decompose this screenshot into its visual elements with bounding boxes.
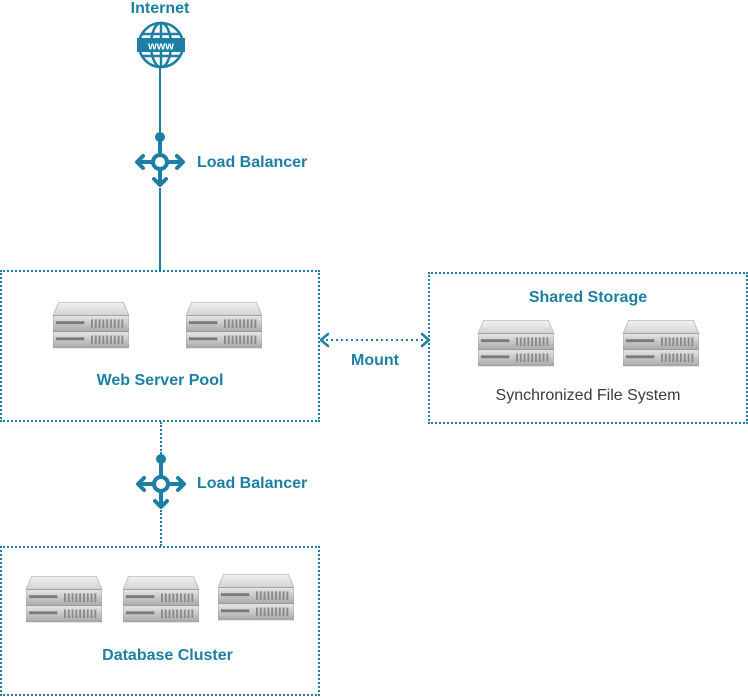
web-server-pool-label: Web Server Pool — [96, 372, 224, 389]
database-cluster-box — [0, 546, 320, 696]
load-balancer-icon — [136, 452, 186, 509]
server-icon — [478, 320, 554, 367]
connector-internet-to-balancer — [159, 68, 161, 134]
connector-web-pool-to-balancer — [160, 422, 162, 454]
database-cluster-label: Database Cluster — [102, 647, 233, 664]
web-server-pool-box — [0, 270, 320, 422]
shared-storage-box — [428, 272, 748, 424]
server-icon — [218, 574, 294, 621]
globe-www-icon: www — [137, 21, 185, 69]
mount-label: Mount — [351, 352, 399, 369]
globe-www-text: www — [147, 41, 174, 53]
internet-label: Internet — [130, 0, 190, 17]
load-balancer-bottom-label: Load Balancer — [197, 475, 308, 492]
server-icon — [26, 576, 102, 623]
load-balancer-top-label: Load Balancer — [197, 154, 308, 171]
server-icon — [623, 320, 699, 367]
load-balancer-icon — [135, 130, 185, 187]
server-icon — [53, 302, 129, 349]
shared-storage-subtitle: Synchronized File System — [495, 387, 681, 404]
server-icon — [186, 302, 262, 349]
server-icon — [123, 576, 199, 623]
mount-arrow — [319, 332, 431, 348]
shared-storage-title: Shared Storage — [528, 289, 648, 306]
connector-balancer-to-database — [160, 510, 162, 546]
connector-balancer-to-web-pool — [159, 188, 161, 270]
